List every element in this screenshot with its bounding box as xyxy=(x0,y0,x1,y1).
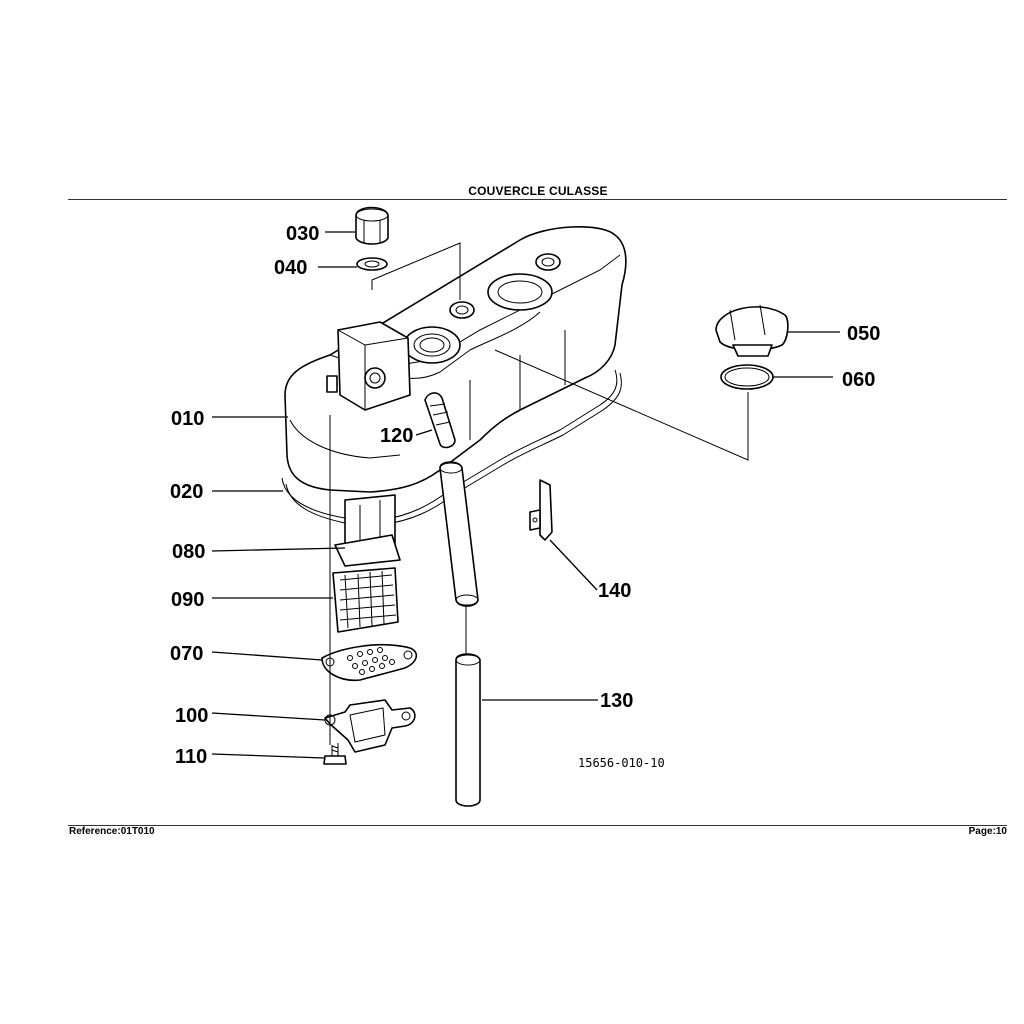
o-ring-part xyxy=(720,364,774,390)
page-title: COUVERCLE CULASSE xyxy=(468,184,608,198)
oil-filler-cap-part xyxy=(715,304,789,357)
mesh-filter-part xyxy=(332,567,399,633)
callout-080: 080 xyxy=(172,541,205,563)
clip-part xyxy=(529,479,553,541)
callout-140: 140 xyxy=(598,580,631,602)
callout-070: 070 xyxy=(170,643,203,665)
callout-120: 120 xyxy=(380,425,413,447)
callout-040: 040 xyxy=(274,257,307,279)
rubber-hose-part xyxy=(455,653,481,807)
baffle-part xyxy=(334,494,401,567)
page-number: Page:10 xyxy=(968,826,1007,837)
perforated-plate-part xyxy=(321,643,418,682)
pipe-part xyxy=(439,461,479,607)
header-divider xyxy=(68,199,1007,200)
reference-text: Reference:01T010 xyxy=(69,826,155,837)
washer-part xyxy=(356,257,388,271)
callout-130: 130 xyxy=(600,690,633,712)
breather-hose-part xyxy=(424,392,456,449)
callout-060: 060 xyxy=(842,369,875,391)
callout-090: 090 xyxy=(171,589,204,611)
callout-020: 020 xyxy=(170,481,203,503)
screw-part xyxy=(323,743,347,765)
leader-lines xyxy=(211,231,840,759)
callout-110: 110 xyxy=(175,746,207,768)
cap-nut-part xyxy=(355,206,389,245)
valve-cover-part xyxy=(284,226,627,493)
callout-050: 050 xyxy=(847,323,880,345)
callout-100: 100 xyxy=(175,705,208,727)
footer-divider xyxy=(68,825,1007,826)
callout-010: 010 xyxy=(171,408,204,430)
callout-030: 030 xyxy=(286,223,319,245)
drawing-code: 15656-010-10 xyxy=(578,756,665,770)
